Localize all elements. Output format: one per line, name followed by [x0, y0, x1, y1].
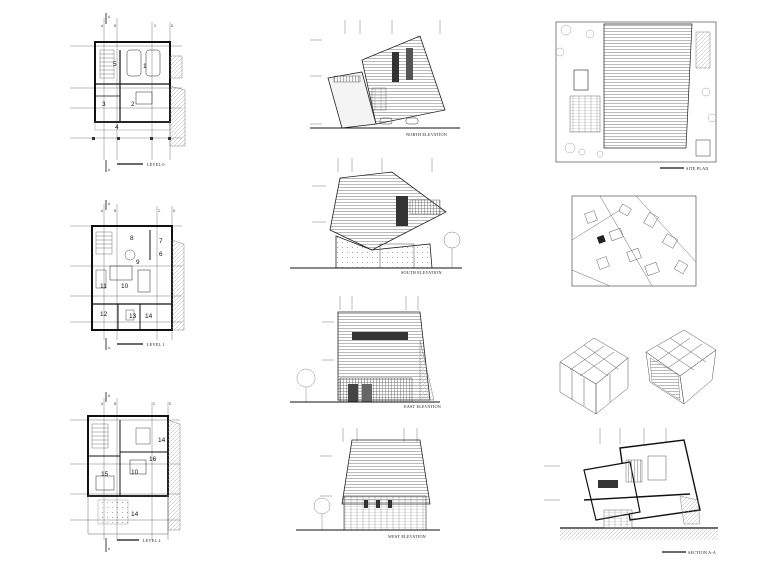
grid-label-c: C — [154, 24, 157, 28]
room-number-2: 2 — [131, 101, 135, 108]
elevation-title-west: WEST ELEVATION — [388, 534, 426, 539]
elevation-west: WEST ELEVATION — [296, 428, 440, 539]
plan-level-0: A B C D A — [70, 13, 186, 172]
section-marker-bottom: A — [105, 538, 111, 552]
room-number-5: 5 — [113, 61, 117, 68]
section-a-a: SECTION A-A — [544, 428, 718, 555]
room-number-12: 12 — [100, 311, 108, 318]
room-number-3: 3 — [102, 101, 106, 108]
grid-label-a: A — [101, 209, 104, 213]
room-number-7: 7 — [159, 238, 163, 245]
axonometric-views — [559, 329, 717, 415]
section-marker-top: A — [105, 13, 111, 24]
svg-text:A: A — [108, 346, 111, 350]
room-number-11: 11 — [100, 283, 107, 290]
room-number-13: 13 — [129, 313, 137, 320]
room-number-14: 14 — [145, 313, 153, 320]
elevation-north: NORTH ELEVATION — [310, 20, 460, 137]
elevation-title-south: SOUTH ELEVATION — [401, 270, 442, 275]
plan-level-1: A B C D A 7 8 9 6 — [70, 200, 185, 350]
elevation-title-north: NORTH ELEVATION — [406, 132, 447, 137]
elevation-east: EAST ELEVATION — [290, 296, 441, 409]
grid-label-d: D — [171, 24, 174, 28]
grid-label-d: D — [173, 209, 176, 213]
grid-label-a: A — [101, 402, 104, 406]
svg-text:A: A — [108, 202, 111, 206]
grid-label-b: B — [114, 209, 116, 213]
svg-text:A: A — [108, 15, 111, 19]
svg-text:A: A — [108, 168, 111, 172]
section-title: SECTION A-A — [688, 550, 716, 555]
grid-label-b: B — [114, 24, 116, 28]
section-marker-top: A — [105, 392, 111, 402]
section-marker-top: A — [105, 200, 111, 210]
plan-level-2: A B C D A 14 16 10 15 14 — [70, 392, 181, 552]
elevation-south: SOUTH ELEVATION — [290, 158, 462, 275]
site-plan-title: SITE PLAN — [686, 166, 709, 171]
site-plan: SITE PLAN — [555, 21, 717, 171]
grid-label-b: B — [114, 402, 116, 406]
grid-label-c: C — [153, 402, 156, 406]
svg-text:A: A — [108, 547, 111, 551]
elevation-title-east: EAST ELEVATION — [404, 404, 441, 409]
section-marker-bottom: A — [105, 338, 111, 350]
plan-title-level-1: LEVEL 1 — [147, 342, 165, 347]
room-number-8: 8 — [130, 235, 134, 242]
room-number-14: 14 — [158, 437, 166, 444]
room-number-6: 6 — [159, 251, 163, 258]
room-number-9: 9 — [136, 259, 140, 266]
grid-label-a: A — [101, 24, 104, 28]
room-number-1: 1 — [143, 63, 147, 70]
room-number-10: 10 — [121, 283, 129, 290]
plan-title-level-2: LEVEL 2 — [143, 538, 161, 543]
room-number-4: 4 — [115, 124, 119, 131]
room-number-15: 15 — [101, 471, 109, 478]
grid-label-c: C — [158, 209, 161, 213]
room-number-14b: 14 — [131, 511, 139, 518]
plan-title-level-0: LEVEL 0 — [147, 162, 165, 167]
svg-text:A: A — [108, 394, 111, 398]
room-number-10: 10 — [131, 469, 139, 476]
grid-label-d: D — [169, 402, 172, 406]
context-map — [571, 195, 697, 287]
room-number-16: 16 — [149, 456, 157, 463]
section-marker-bottom: A — [105, 160, 111, 172]
